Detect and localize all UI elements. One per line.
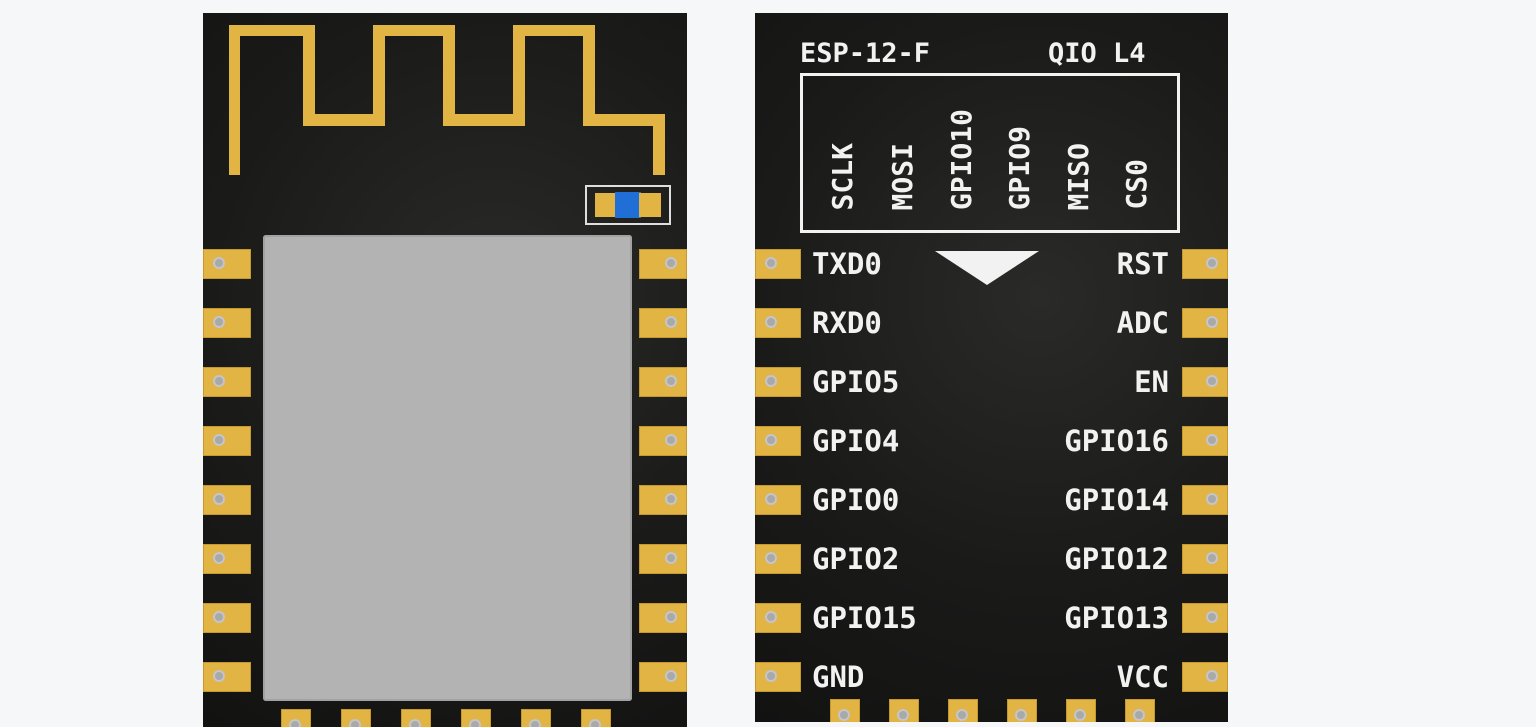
pin-direction-arrow (935, 251, 1039, 285)
flash-mode-label: QIO L4 (1048, 38, 1146, 69)
pin-label-left: GND (812, 660, 865, 694)
castellated-pad (203, 367, 251, 397)
flash-pin-label: SCLK (826, 142, 859, 210)
castellated-pad (755, 426, 801, 456)
castellated-pad (755, 367, 801, 397)
pin-label-left: TXD0 (812, 247, 882, 281)
pin-label-right: GPIO16 (1064, 424, 1169, 458)
pin-label-right: GPIO12 (1064, 542, 1169, 576)
bottom-pad (830, 699, 860, 722)
pin-label-left: GPIO15 (812, 601, 917, 635)
bottom-pad (948, 699, 978, 722)
castellated-pad (203, 308, 251, 338)
castellated-pad (1182, 662, 1228, 692)
castellated-pad (1182, 249, 1228, 279)
module-front-view (203, 13, 687, 727)
castellated-pad (639, 485, 687, 515)
castellated-pad (639, 308, 687, 338)
bottom-pad (1125, 699, 1155, 722)
castellated-pad (755, 662, 801, 692)
pcb-antenna-trace (229, 25, 665, 175)
rf-shield-can (263, 235, 632, 701)
bottom-pad (401, 709, 431, 727)
castellated-pad (1182, 367, 1228, 397)
flash-pin-label: GPIO10 (945, 108, 978, 210)
castellated-pad (1182, 485, 1228, 515)
castellated-pad (203, 426, 251, 456)
castellated-pad (1182, 603, 1228, 633)
castellated-pad (203, 249, 251, 279)
pin-label-left: GPIO4 (812, 424, 900, 458)
bottom-pad (1007, 699, 1037, 722)
model-label: ESP-12-F (800, 38, 931, 69)
flash-pin-box: SCLK MOSI GPIO10 GPIO9 MISO CS0 (800, 73, 1180, 233)
castellated-pad (203, 485, 251, 515)
pin-label-left: GPIO0 (812, 483, 900, 517)
flash-pin-label: MISO (1062, 142, 1095, 210)
castellated-pad (1182, 544, 1228, 574)
castellated-pad (203, 603, 251, 633)
castellated-pad (755, 544, 801, 574)
pin-label-left: RXD0 (812, 306, 882, 340)
castellated-pad (639, 603, 687, 633)
bottom-pad (281, 709, 311, 727)
castellated-pad (639, 426, 687, 456)
castellated-pad (639, 662, 687, 692)
smd-resistor (585, 185, 671, 225)
pin-label-right: RST (1116, 247, 1169, 281)
castellated-pad (1182, 426, 1228, 456)
bottom-pad (461, 709, 491, 727)
castellated-pad (203, 544, 251, 574)
bottom-pad (581, 709, 611, 727)
bottom-pad (521, 709, 551, 727)
castellated-pad (639, 367, 687, 397)
castellated-pad (755, 249, 801, 279)
pin-label-left: GPIO2 (812, 542, 900, 576)
pin-label-right: ADC (1116, 306, 1169, 340)
castellated-pad (1182, 308, 1228, 338)
pin-label-right: GPIO14 (1064, 483, 1169, 517)
castellated-pad (755, 603, 801, 633)
flash-pin-label: CS0 (1120, 159, 1153, 210)
bottom-pad (889, 699, 919, 722)
castellated-pad (639, 249, 687, 279)
castellated-pad (755, 308, 801, 338)
flash-pin-label: MOSI (886, 142, 919, 210)
pin-label-left: GPIO5 (812, 365, 900, 399)
castellated-pad (203, 662, 251, 692)
pin-label-right: GPIO13 (1064, 601, 1169, 635)
castellated-pad (755, 485, 801, 515)
castellated-pad (639, 544, 687, 574)
bottom-pad (1066, 699, 1096, 722)
flash-pin-label: GPIO9 (1003, 125, 1036, 210)
pin-label-right: EN (1134, 365, 1169, 399)
module-back-view: ESP-12-F QIO L4 SCLK MOSI GPIO10 GPIO9 M… (755, 13, 1228, 722)
bottom-pad (341, 709, 371, 727)
pin-label-right: VCC (1116, 660, 1169, 694)
